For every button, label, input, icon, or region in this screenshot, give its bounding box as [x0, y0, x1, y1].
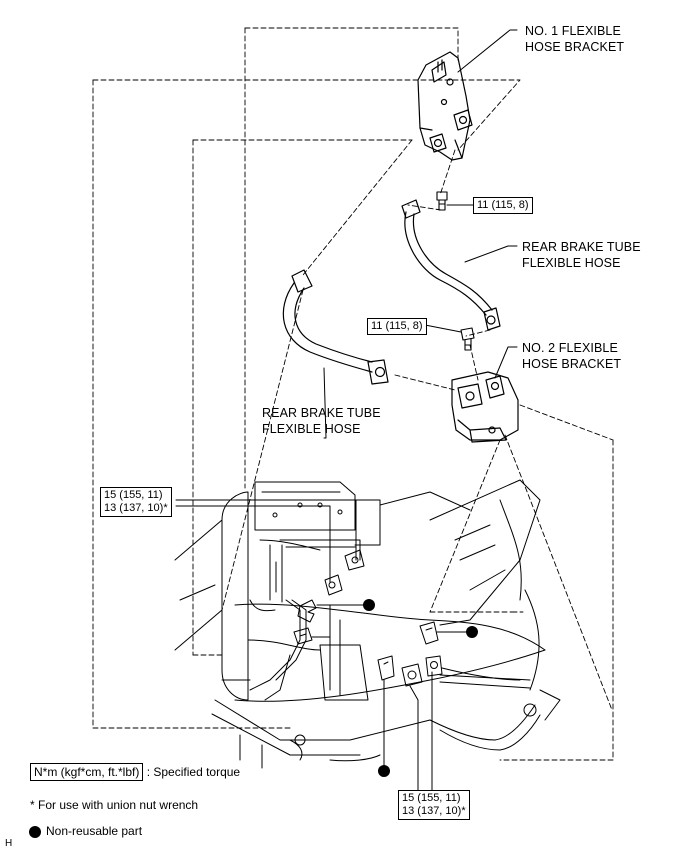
upper-bolt	[436, 191, 448, 211]
no1-bracket-label: NO. 1 FLEXIBLE HOSE BRACKET	[525, 23, 624, 55]
no2-bracket-label-line1: NO. 2 FLEXIBLE	[522, 341, 618, 355]
dashed-guide-lines	[92, 27, 614, 761]
leader-lines	[175, 29, 518, 791]
upper-bolt-torque: 11 (115, 8)	[473, 197, 533, 214]
torque-legend-desc: : Specified torque	[146, 765, 241, 779]
right-union-torque-line1: 15 (155, 11)	[402, 792, 461, 804]
no1-flexible-hose-bracket	[417, 51, 473, 161]
left-union-torque-line1: 15 (155, 11)	[104, 489, 163, 501]
no2-bracket-label: NO. 2 FLEXIBLE HOSE BRACKET	[522, 340, 621, 372]
left-rear-brake-hose	[282, 269, 389, 385]
right-union-torque-line2: 13 (137, 10)*	[402, 805, 466, 817]
non-reusable-marker	[363, 599, 375, 611]
non-reusable-marker	[466, 626, 478, 638]
lower-bolt	[460, 327, 475, 351]
left-hose-label: REAR BRAKE TUBE FLEXIBLE HOSE	[262, 405, 381, 437]
torque-unit-box: N*m (kgf*cm, ft.*lbf)	[30, 763, 144, 781]
torque-legend: N*m (kgf*cm, ft.*lbf) : Specified torque	[30, 763, 241, 781]
left-hose-label-line2: FLEXIBLE HOSE	[262, 422, 361, 436]
vehicle-underbody	[174, 479, 561, 769]
lower-bolt-torque: 11 (115, 8)	[367, 318, 427, 335]
right-hose-label: REAR BRAKE TUBE FLEXIBLE HOSE	[522, 239, 641, 271]
non-reusable-markers	[363, 599, 478, 777]
right-hose-label-line1: REAR BRAKE TUBE	[522, 240, 641, 254]
no2-flexible-hose-bracket	[451, 371, 519, 443]
left-union-torque: 15 (155, 11) 13 (137, 10)*	[100, 487, 172, 517]
no2-bracket-label-line2: HOSE BRACKET	[522, 357, 622, 371]
no1-bracket-label-line1: NO. 1 FLEXIBLE	[525, 24, 621, 38]
right-union-torque: 15 (155, 11) 13 (137, 10)*	[398, 790, 470, 820]
no1-bracket-label-line2: HOSE BRACKET	[525, 40, 625, 54]
corner-code: H	[5, 838, 13, 849]
non-reusable-marker	[378, 765, 390, 777]
left-hose-label-line1: REAR BRAKE TUBE	[262, 406, 381, 420]
left-union-torque-line2: 13 (137, 10)*	[104, 502, 168, 514]
right-rear-brake-hose	[401, 199, 501, 331]
right-hose-label-line2: FLEXIBLE HOSE	[522, 256, 621, 270]
union-nut-note: * For use with union nut wrench	[30, 798, 199, 812]
non-reusable-legend-dot	[29, 826, 41, 838]
non-reusable-legend-text: Non-reusable part	[46, 824, 143, 838]
